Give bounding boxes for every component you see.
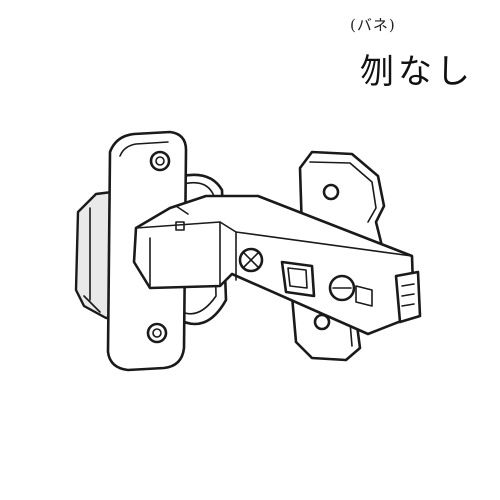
- caption-ruby: (バネ): [350, 16, 396, 34]
- adjustment-screw-left: [238, 247, 264, 273]
- adjustment-screw-right: [328, 274, 373, 307]
- depth-slot: [280, 260, 316, 298]
- caption-text: 刎なし: [360, 52, 474, 92]
- arm-end-cap: [394, 270, 422, 324]
